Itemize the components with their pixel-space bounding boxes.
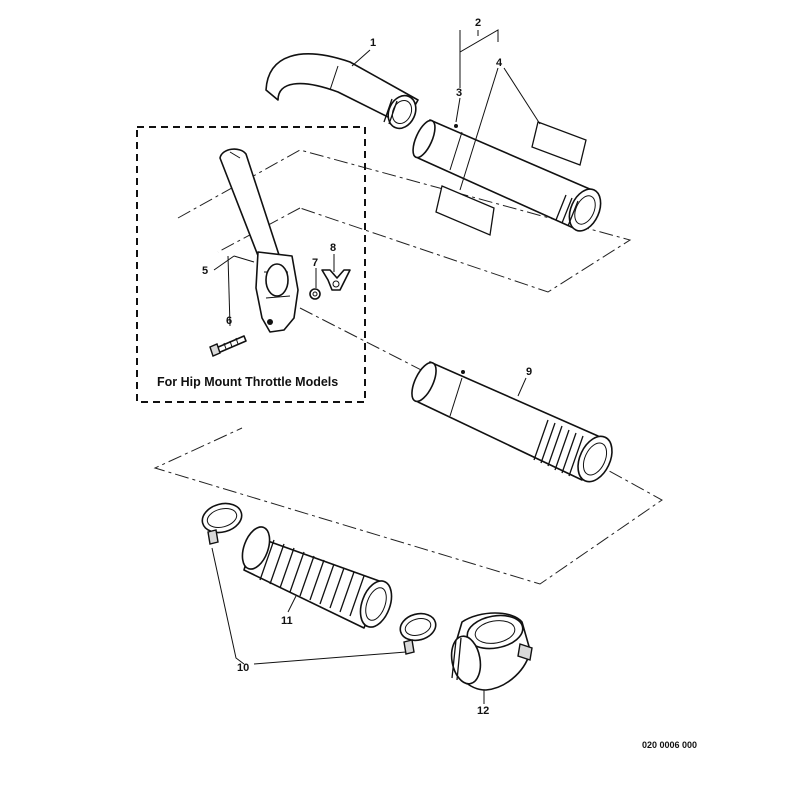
part-3-straight-pipe [412, 119, 602, 232]
part-1-elbow-pipe [265, 53, 419, 130]
part-8-wing-nut [321, 269, 351, 291]
part-10-hose-clamp-lower [399, 612, 437, 655]
part-7-washer [309, 288, 321, 300]
callout-1: 1 [370, 37, 376, 49]
part-4-labels [435, 121, 587, 236]
callout-numbers: 1 2 3 4 5 6 7 8 9 10 11 12 [202, 17, 532, 717]
callout-11: 11 [281, 615, 293, 627]
part-9-extension-pipe [411, 361, 613, 483]
part-5-throttle-handle [219, 148, 299, 333]
callout-2: 2 [475, 17, 481, 29]
hip-mount-throttle-box [136, 126, 366, 403]
callout-9: 9 [526, 366, 532, 378]
callout-10: 10 [237, 662, 249, 674]
callout-6: 6 [226, 315, 232, 327]
callout-4: 4 [496, 57, 503, 69]
callout-5: 5 [202, 265, 208, 277]
part-11-flex-hose [241, 526, 393, 629]
callout-7: 7 [312, 257, 318, 269]
drawing-number: 020 0006 000 [642, 740, 697, 750]
callout-12: 12 [477, 705, 489, 717]
part-12-elbow-adapter [450, 612, 533, 691]
part-6-screw [209, 335, 247, 357]
callout-8: 8 [330, 242, 336, 254]
leader-lines [211, 29, 541, 704]
hip-mount-caption: For Hip Mount Throttle Models [157, 375, 338, 389]
callout-3: 3 [456, 87, 462, 99]
part-10-hose-clamp-upper [201, 502, 243, 545]
